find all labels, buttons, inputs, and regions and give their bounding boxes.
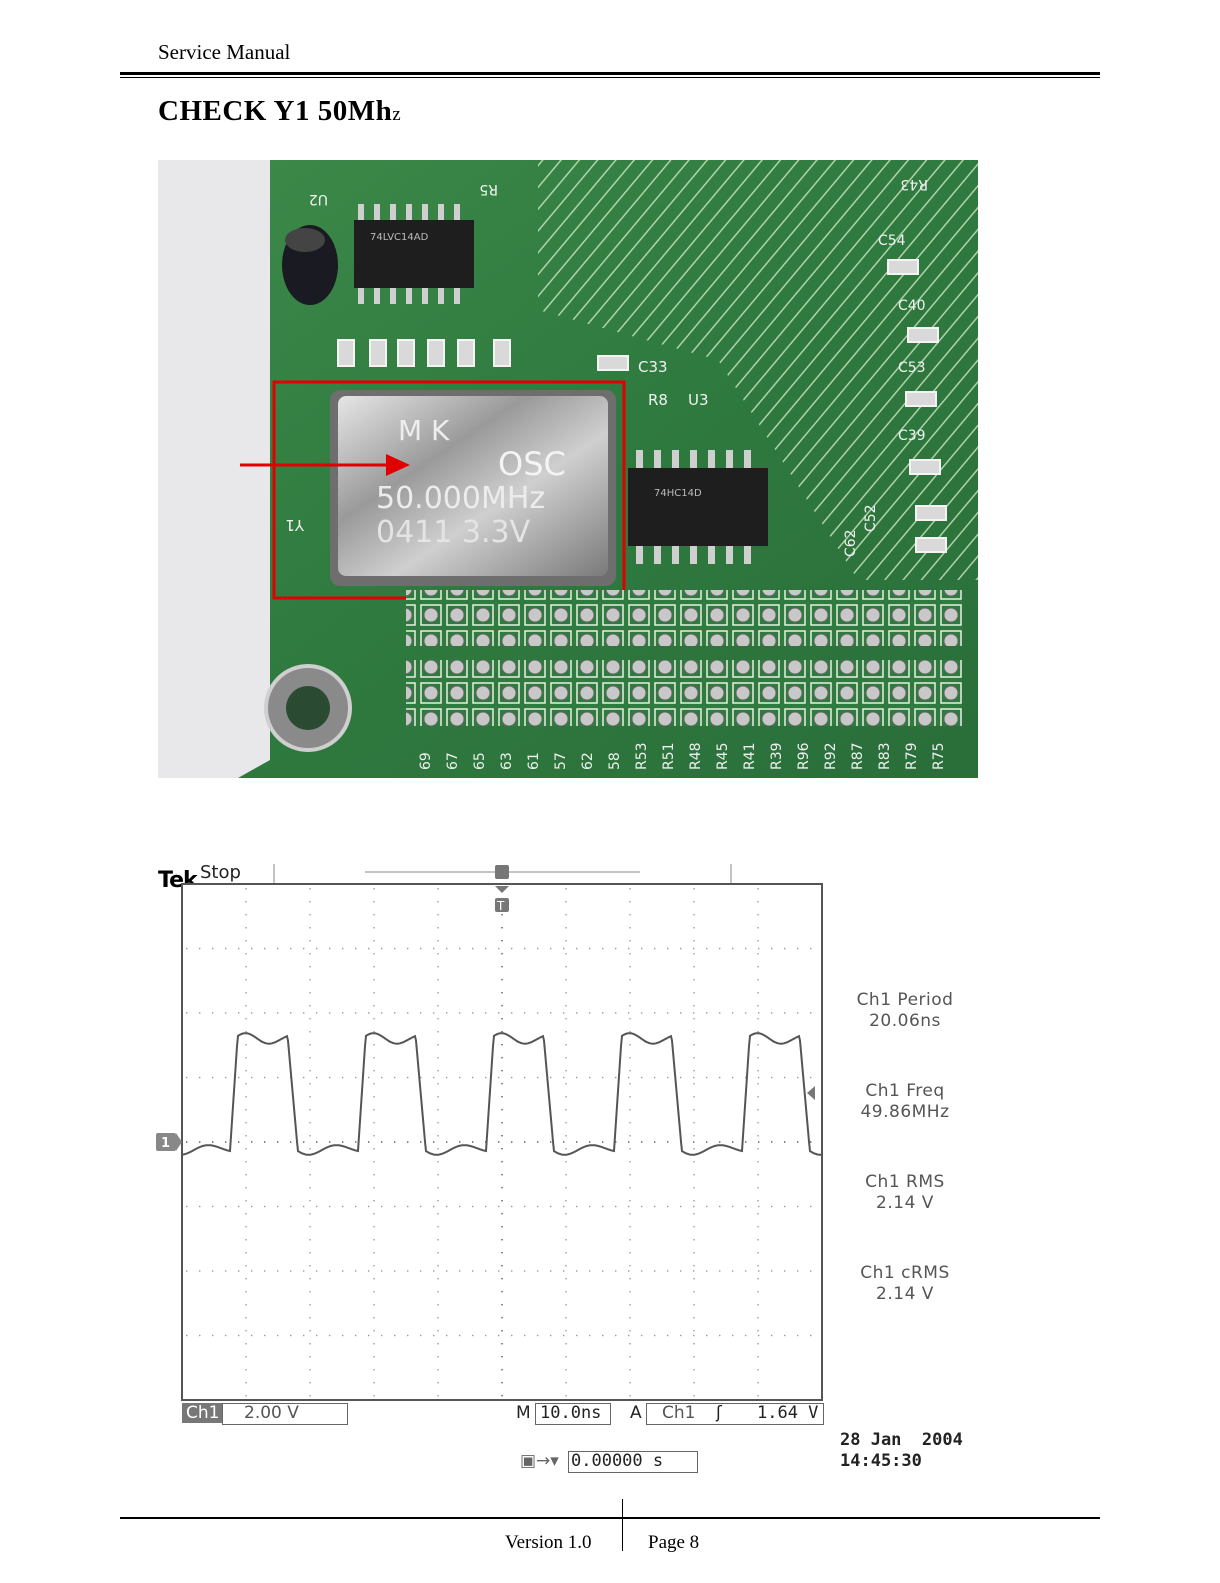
trigger-position: 0.00000 s	[571, 1451, 664, 1471]
label-c39: C39	[898, 428, 926, 444]
trigger-position-box	[568, 1451, 698, 1473]
measurement-freq-label: Ch1 Freq	[865, 1081, 945, 1101]
label-c40: C40	[898, 298, 926, 314]
timebase-label: M	[516, 1403, 531, 1423]
label-c53: C53	[898, 360, 926, 376]
chip-u3	[628, 468, 768, 546]
footer-rule	[120, 1517, 1100, 1519]
bottom-silkscreen-labels: 69 67 65 63 61 57 62 58 R53 R51 R48 R45 R41 R39 R96 R92…	[418, 742, 947, 770]
channel-1-marker: 1	[156, 1133, 182, 1151]
label-r43: R43	[900, 176, 928, 192]
trigger-a-label: A	[630, 1403, 642, 1423]
label-c54: C54	[878, 233, 906, 249]
label-c33: C33	[638, 358, 668, 376]
silkscreen-label: 69	[418, 752, 434, 770]
osc-label-3: 50.000MHz	[376, 481, 545, 516]
silkscreen-label: R75	[931, 742, 947, 770]
timebase-value: 10.0ns	[540, 1403, 602, 1423]
silkscreen-label: 65	[472, 752, 488, 770]
scope-screen: T 1	[156, 864, 823, 1401]
silkscreen-label: R39	[769, 742, 785, 770]
header-text: Service Manual	[158, 40, 291, 64]
footer-divider	[622, 1499, 623, 1551]
silkscreen-label: R51	[661, 742, 677, 770]
measurement-crms-label: Ch1 cRMS	[860, 1263, 950, 1283]
pin-header-bottom	[406, 660, 962, 726]
trigger-source: Ch1	[662, 1403, 696, 1423]
trigger-position-icon: ▣→▾	[520, 1451, 559, 1471]
osc-label-2: OSC	[498, 445, 566, 483]
scope-state: Stop	[200, 862, 241, 883]
capture-date: 28 Jan 2004	[840, 1430, 963, 1450]
measurement-freq-value: 49.86MHz	[860, 1102, 950, 1122]
measurement-period-value: 20.06ns	[869, 1011, 941, 1031]
timebase-box	[535, 1403, 611, 1425]
footer-page: Page 8	[648, 1532, 700, 1553]
silkscreen-label: R87	[850, 742, 866, 770]
silkscreen-label: 63	[499, 752, 515, 770]
osc-label-4: 0411 3.3V	[376, 515, 531, 550]
label-u3: U3	[688, 391, 709, 409]
label-u2: U2	[309, 191, 328, 207]
label-y1: Y1	[285, 516, 305, 534]
trigger-slope-icon: ʃ	[716, 1403, 722, 1423]
measurement-rms-value: 2.14 V	[876, 1193, 934, 1213]
label-r5: R5	[479, 181, 498, 197]
osc-label-1: M K	[398, 414, 450, 447]
ch1-waveform	[181, 1032, 823, 1156]
trigger-box	[646, 1403, 824, 1425]
capture-time: 14:45:30	[840, 1451, 922, 1471]
measurement-crms-value: 2.14 V	[876, 1284, 934, 1304]
measurement-crms: Ch1 cRMS 2.14 V	[840, 1263, 970, 1305]
silkscreen-label: R96	[796, 742, 812, 770]
pcb-photo: 74LVC14AD U2 R5 C33 R8 U3 C54 C40 C53 C3…	[158, 160, 978, 778]
measurement-rms-label: Ch1 RMS	[865, 1172, 945, 1192]
trigger-level: 1.64 V	[757, 1403, 819, 1423]
svg-text:T: T	[496, 899, 505, 913]
label-c62: C62	[843, 529, 859, 557]
channel-scale: 2.00 V	[244, 1403, 299, 1423]
oscillator-y1: M K OSC 50.000MHz 0411 3.3V	[330, 390, 616, 586]
measurement-freq: Ch1 Freq 49.86MHz	[840, 1081, 970, 1123]
title-suffix: z	[392, 104, 402, 125]
silkscreen-label: R53	[634, 742, 650, 770]
silkscreen-label: R41	[742, 742, 758, 770]
silkscreen-label: R79	[904, 742, 920, 770]
silkscreen-label: R92	[823, 742, 839, 770]
footer-version: Version 1.0	[505, 1532, 592, 1553]
chip-u2-label: 74LVC14AD	[370, 232, 429, 243]
silkscreen-label: R83	[877, 742, 893, 770]
measurement-period: Ch1 Period 20.06ns	[840, 990, 970, 1032]
silkscreen-label: 57	[553, 752, 569, 770]
measurement-period-label: Ch1 Period	[856, 990, 954, 1010]
header-rule-thin	[120, 77, 1100, 78]
chip-u2	[354, 220, 474, 288]
trigger-level-arrow	[807, 1086, 815, 1100]
svg-text:1: 1	[161, 1136, 170, 1151]
chip-u3-label: 74HC14D	[654, 488, 702, 499]
silkscreen-label: R45	[715, 742, 731, 770]
silkscreen-label: 58	[607, 752, 623, 770]
measurement-rms: Ch1 RMS 2.14 V	[840, 1172, 970, 1214]
silkscreen-label: 61	[526, 752, 542, 770]
title-main: CHECK Y1 50Mh	[158, 95, 393, 127]
channel-label: Ch1	[182, 1403, 224, 1423]
silkscreen-label: 67	[445, 752, 461, 770]
channel-scale-box	[222, 1403, 348, 1425]
graticule	[186, 888, 812, 1397]
oscilloscope-capture: Tek Stop T 1 Ch1 Period 20.06ns Ch1 Freq	[150, 862, 990, 1482]
label-r8: R8	[648, 391, 668, 409]
page-title: CHECK Y1 50Mhz	[158, 95, 401, 128]
trigger-marker: T	[495, 865, 509, 913]
label-c52: C52	[863, 504, 879, 532]
pin-header-top	[406, 590, 962, 646]
silkscreen-label: R48	[688, 742, 704, 770]
header-rule	[120, 72, 1100, 75]
silkscreen-label: 62	[580, 752, 596, 770]
pointer-arrow	[240, 454, 410, 476]
